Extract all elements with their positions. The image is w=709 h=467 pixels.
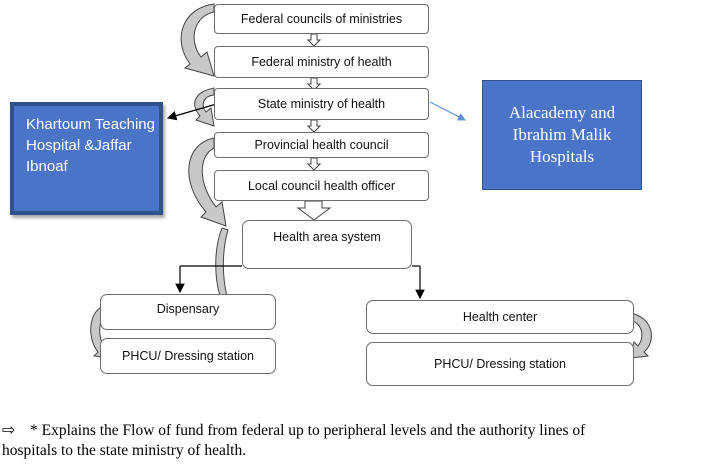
curved-arrow-3-icon	[188, 137, 227, 227]
connector-lines	[166, 102, 425, 300]
box-phcu-left: PHCU/ Dressing station	[100, 338, 276, 374]
box-alacademy-hospitals: Alacademy and Ibrahim Malik Hospitals	[482, 80, 642, 190]
curved-arrow-1-icon	[180, 3, 215, 77]
box-federal-ministry: Federal ministry of health	[214, 46, 429, 78]
box-health-center: Health center	[366, 300, 634, 334]
down-arrow-3-icon	[306, 119, 322, 133]
down-arrow-4-icon	[306, 157, 322, 171]
box-local-council: Local council health officer	[214, 170, 429, 201]
caption-line-1: * Explains the Flow of fund from federal…	[30, 422, 586, 439]
down-arrow-1-icon	[306, 33, 322, 47]
box-federal-councils: Federal councils of ministries	[214, 4, 429, 34]
box-phcu-right: PHCU/ Dressing station	[366, 342, 634, 386]
blue-connector	[429, 101, 466, 121]
curved-flow-arrows	[90, 3, 652, 359]
box-provincial-council: Provincial health council	[214, 132, 429, 158]
box-khartoum-hospitals: Khartoum Teaching Hospital &Jaffar Ibnoa…	[10, 102, 163, 215]
down-arrows	[296, 33, 332, 221]
down-arrow-2-icon	[306, 77, 322, 91]
box-health-area: Health area system	[242, 220, 412, 269]
caption-line-2: hospitals to the state ministry of healt…	[2, 442, 247, 459]
down-arrow-5-icon	[296, 200, 332, 221]
hollow-right-arrow-icon: ⇨	[2, 420, 16, 439]
box-state-ministry: State ministry of health	[214, 88, 429, 120]
curved-arrow-2-icon	[194, 87, 215, 127]
box-dispensary: Dispensary	[100, 294, 276, 330]
